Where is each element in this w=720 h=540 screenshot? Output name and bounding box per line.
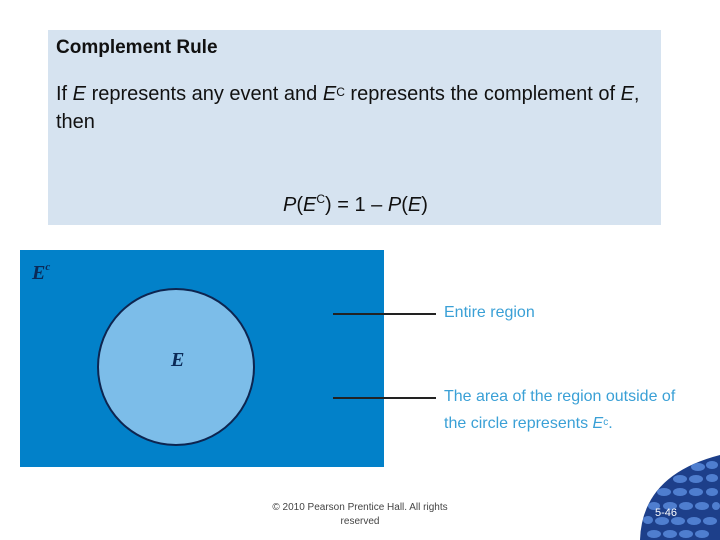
rule-statement: If E represents any event and EC represe… — [56, 83, 640, 133]
event-label: E — [171, 349, 185, 371]
outside-region-callout: The area of the region outside of the ci… — [444, 388, 676, 432]
entire-region-leader-line — [333, 313, 436, 315]
complement-formula: P(EC) = 1 – P(E) — [283, 192, 428, 216]
complement-label: Ec — [32, 261, 51, 284]
outside-region-leader-line — [333, 397, 436, 399]
corner-decoration — [640, 455, 720, 540]
complement-rule-box: Complement Rule If E represents any even… — [48, 30, 661, 225]
event-circle — [97, 288, 255, 446]
rule-title: Complement Rule — [56, 37, 218, 58]
venn-diagram-region: Ec E — [20, 250, 384, 467]
page-number: 5-46 — [655, 507, 678, 519]
copyright-footer: © 2010 Pearson Prentice Hall. All rights… — [272, 502, 448, 527]
entire-region-callout: Entire region — [444, 304, 535, 321]
